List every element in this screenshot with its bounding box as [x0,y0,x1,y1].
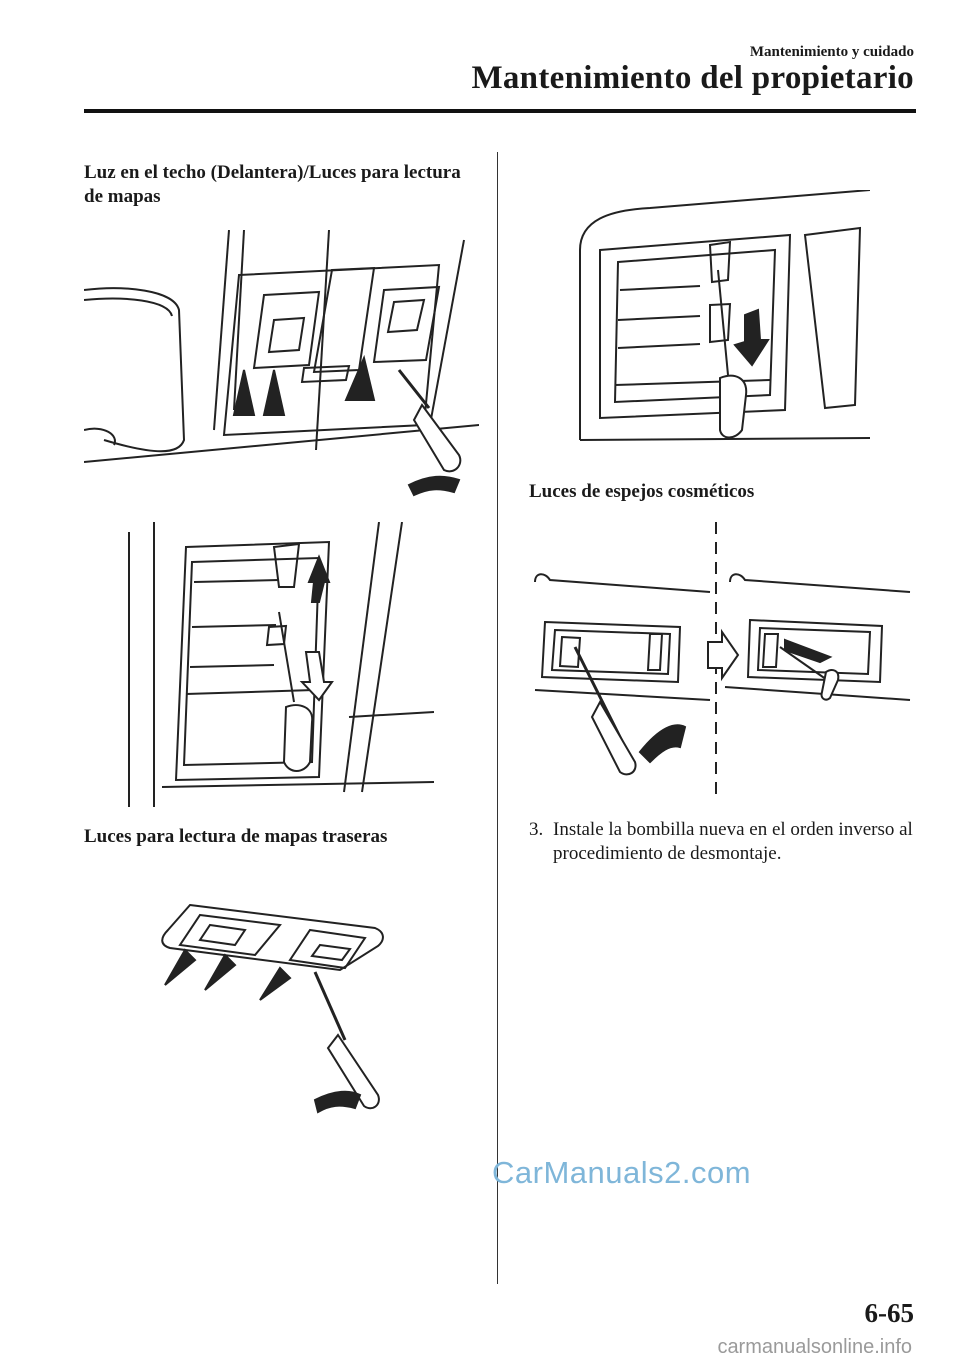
step-text: Instale la bombilla nueva en el orden in… [553,819,913,864]
front-overhead-light-illustration [84,230,479,505]
page-number: 6-65 [864,1298,915,1328]
vanity-mirror-light-illustration [530,522,915,802]
step-3-instruction: 3. Instale la bombilla nueva en el orden… [529,818,914,866]
footer-site-link[interactable]: carmanualsonline.info [717,1336,912,1358]
page-title: Mantenimiento del propietario [471,60,914,96]
column-divider [497,152,498,1284]
heading-front-map-lights: Luz en el techo (Delantera)/Luces para l… [84,162,461,207]
heading-rear-map-lights: Luces para lectura de mapas traseras [84,826,388,847]
section-title: Mantenimiento y cuidado [749,44,914,60]
rear-map-light-illustration [150,890,390,1120]
heading-vanity-lights: Luces de espejos cosméticos [529,481,755,502]
vanity-light-housing-illustration [570,190,870,445]
step-number: 3. [529,819,544,840]
watermark-carmanuals2[interactable]: CarManuals2.com [492,1155,752,1190]
map-light-bulb-removal-illustration [114,522,434,807]
header-rule [84,109,916,113]
